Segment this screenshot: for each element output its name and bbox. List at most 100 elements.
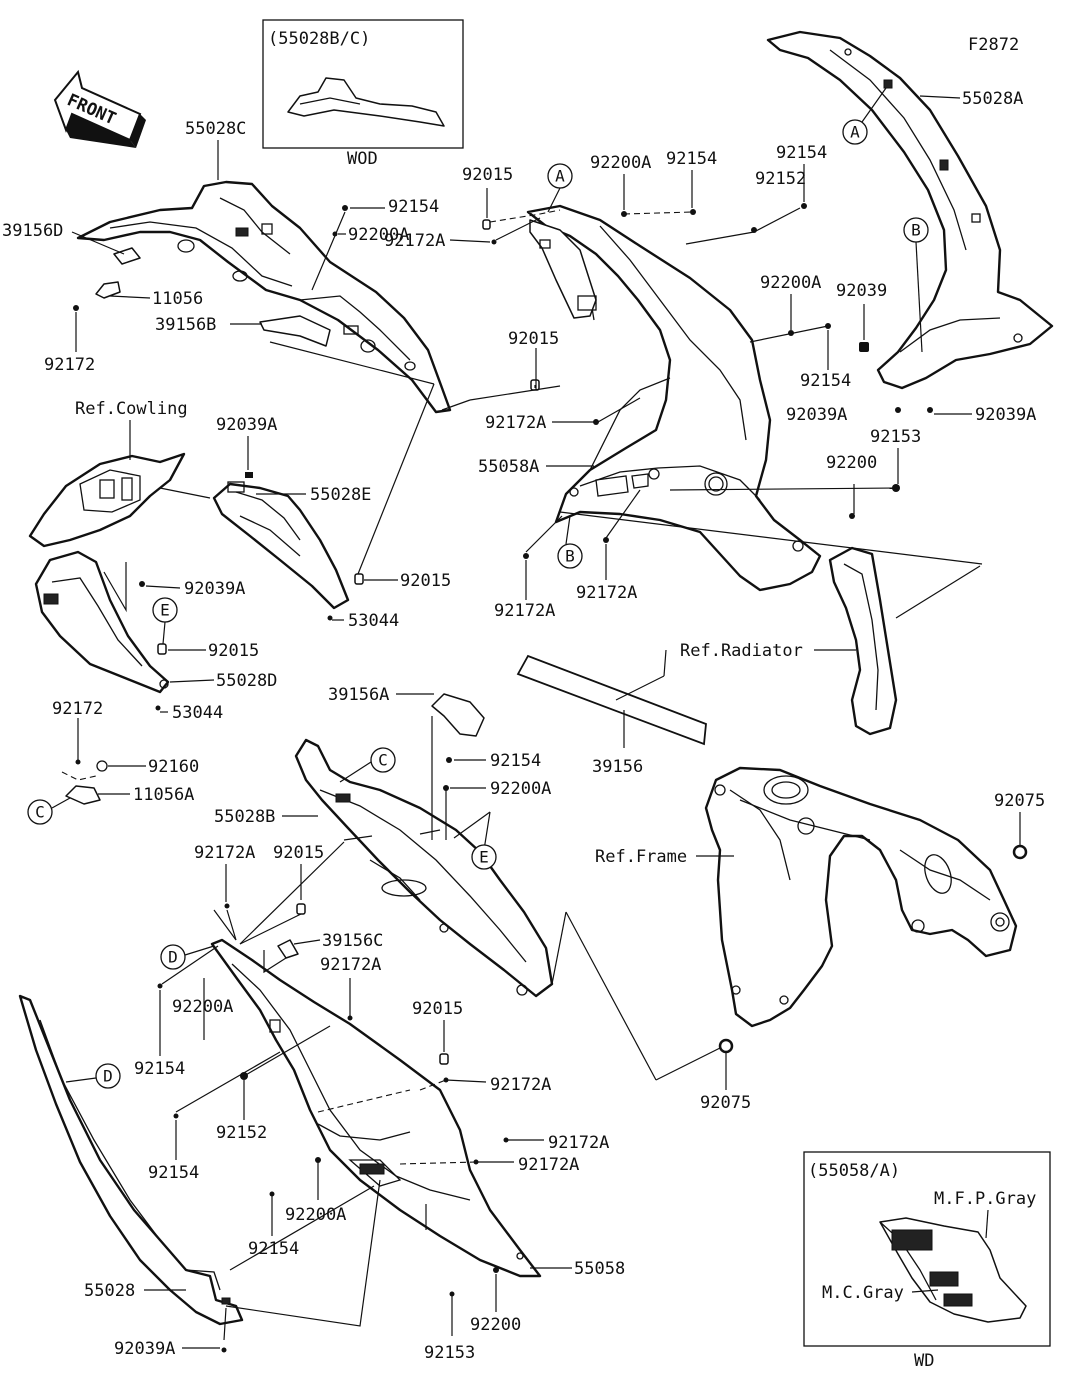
svg-text:D: D [103, 1067, 113, 1086]
svg-text:E: E [479, 848, 489, 867]
part-55058 [210, 938, 542, 1278]
labels-left-mid: 92039A 55028E 92039A 92015 53044 92015 5… [103, 341, 451, 723]
label-92172A-h: 92172A [548, 1133, 609, 1153]
label-55028: 55028 [84, 1281, 135, 1301]
part-39156D [113, 247, 141, 265]
inset-variant-top: (55028B/C) WOD [262, 19, 464, 169]
part-55028A [766, 30, 1054, 390]
part-39156A [431, 693, 485, 737]
label-ref-frame: Ref.Frame [595, 847, 687, 867]
label-92200A-e: 92200A [172, 997, 233, 1017]
label-39156C: 39156C [322, 931, 383, 951]
svg-text:E: E [160, 601, 170, 620]
labels-lower: 92172A 92015 39156C 92172A 92200A 92154 … [84, 843, 625, 1363]
part-55028D [34, 550, 170, 694]
label-39156A: 39156A [328, 685, 389, 705]
label-92172A-c: 92172A [494, 601, 555, 621]
label-92154-b: 92154 [666, 149, 717, 169]
circle-markers: A A B B C C D D E E [27, 87, 929, 1089]
label-92039A-c: 92039A [216, 415, 277, 435]
label-92015-f: 92015 [412, 999, 463, 1019]
part-39156: 39156 [516, 649, 707, 777]
label-39156B: 39156B [155, 315, 216, 335]
label-92075-a: 92075 [994, 791, 1045, 811]
front-arrow-icon: FRONT [53, 69, 146, 148]
leader-lines-center [441, 207, 983, 619]
label-92172A-e: 92172A [194, 843, 255, 863]
label-11056: 11056 [152, 289, 203, 309]
inset-top-caption: WOD [347, 149, 378, 169]
figure-code: F2872 [968, 35, 1019, 55]
label-92172A-i: 92172A [518, 1155, 579, 1175]
label-92154-g: 92154 [148, 1163, 199, 1183]
marker-D-2: D [95, 1063, 121, 1089]
label-92172A-g: 92172A [490, 1075, 551, 1095]
label-92039A-b: 92039A [975, 405, 1036, 425]
label-92172A-d: 92172A [576, 583, 637, 603]
part-11056A: 92172 92160 11056A [52, 699, 199, 805]
part-55028 [18, 994, 244, 1326]
label-55028A: 55028A [962, 89, 1023, 109]
marker-C-1: C [370, 747, 396, 773]
svg-text:C: C [378, 751, 388, 770]
part-39156B [259, 315, 331, 347]
label-92015-a: 92015 [462, 165, 513, 185]
fasteners-upper-left [73, 205, 348, 311]
label-92154-d: 92154 [800, 371, 851, 391]
label-92200A-a: 92200A [348, 225, 409, 245]
svg-text:D: D [168, 948, 178, 967]
marker-B-1: B [903, 217, 929, 243]
part-55028B [294, 738, 554, 998]
part-92075: 92075 92075 [700, 791, 1045, 1113]
marker-D-1: D [160, 944, 186, 970]
label-92153: 92153 [870, 427, 921, 447]
label-53044-a: 53044 [348, 611, 399, 631]
label-92015-c: 92015 [400, 571, 451, 591]
label-92200A-b: 92200A [590, 153, 651, 173]
svg-text:C: C [35, 803, 45, 822]
label-92154-e: 92154 [490, 751, 541, 771]
label-53044-b: 53044 [172, 703, 223, 723]
labels-center: 92015 92200A 92154 92152 92154 55028A 92… [384, 89, 1036, 621]
label-ref-radiator: Ref.Radiator [680, 641, 803, 661]
svg-text:A: A [850, 123, 860, 142]
label-39156: 39156 [592, 757, 643, 777]
marker-E-2: E [471, 844, 497, 870]
svg-text:B: B [565, 547, 575, 566]
label-92200-b: 92200 [470, 1315, 521, 1335]
inset-label-mc-gray: M.C.Gray [822, 1283, 904, 1303]
label-55058: 55058 [574, 1259, 625, 1279]
svg-text:A: A [555, 167, 565, 186]
label-92172A-a: 92172A [384, 231, 445, 251]
part-55028C [76, 180, 452, 414]
label-92154-a: 92154 [388, 197, 439, 217]
label-ref-cowling: Ref.Cowling [75, 399, 188, 419]
label-92154-h: 92154 [248, 1239, 299, 1259]
marker-A-2: A [842, 119, 868, 145]
label-92200A-d: 92200A [490, 779, 551, 799]
label-92039A-a: 92039A [786, 405, 847, 425]
label-55028B: 55028B [214, 807, 275, 827]
label-92172A-f: 92172A [320, 955, 381, 975]
labels-upper-left: 55028C 39156D 11056 92172 39156B 92154 9… [2, 119, 439, 375]
label-55058A: 55058A [478, 457, 539, 477]
inset-top-title: (55028B/C) [268, 29, 370, 49]
label-92015-e: 92015 [273, 843, 324, 863]
marker-B-2: B [557, 543, 583, 569]
label-92200A-f: 92200A [285, 1205, 346, 1225]
ref-radiator: Ref.Radiator [680, 546, 898, 736]
label-92015-d: 92015 [208, 641, 259, 661]
marker-C-2: C [27, 799, 53, 825]
label-92075-b: 92075 [700, 1093, 751, 1113]
label-92154-f: 92154 [134, 1059, 185, 1079]
label-92152-b: 92152 [216, 1123, 267, 1143]
label-11056A: 11056A [133, 785, 194, 805]
marker-A-1: A [547, 163, 573, 189]
label-55028C: 55028C [185, 119, 246, 139]
part-11056 [95, 281, 121, 299]
label-92153-b: 92153 [424, 1343, 475, 1363]
inset-bottom-caption: WD [914, 1351, 934, 1371]
label-39156D: 39156D [2, 221, 63, 241]
